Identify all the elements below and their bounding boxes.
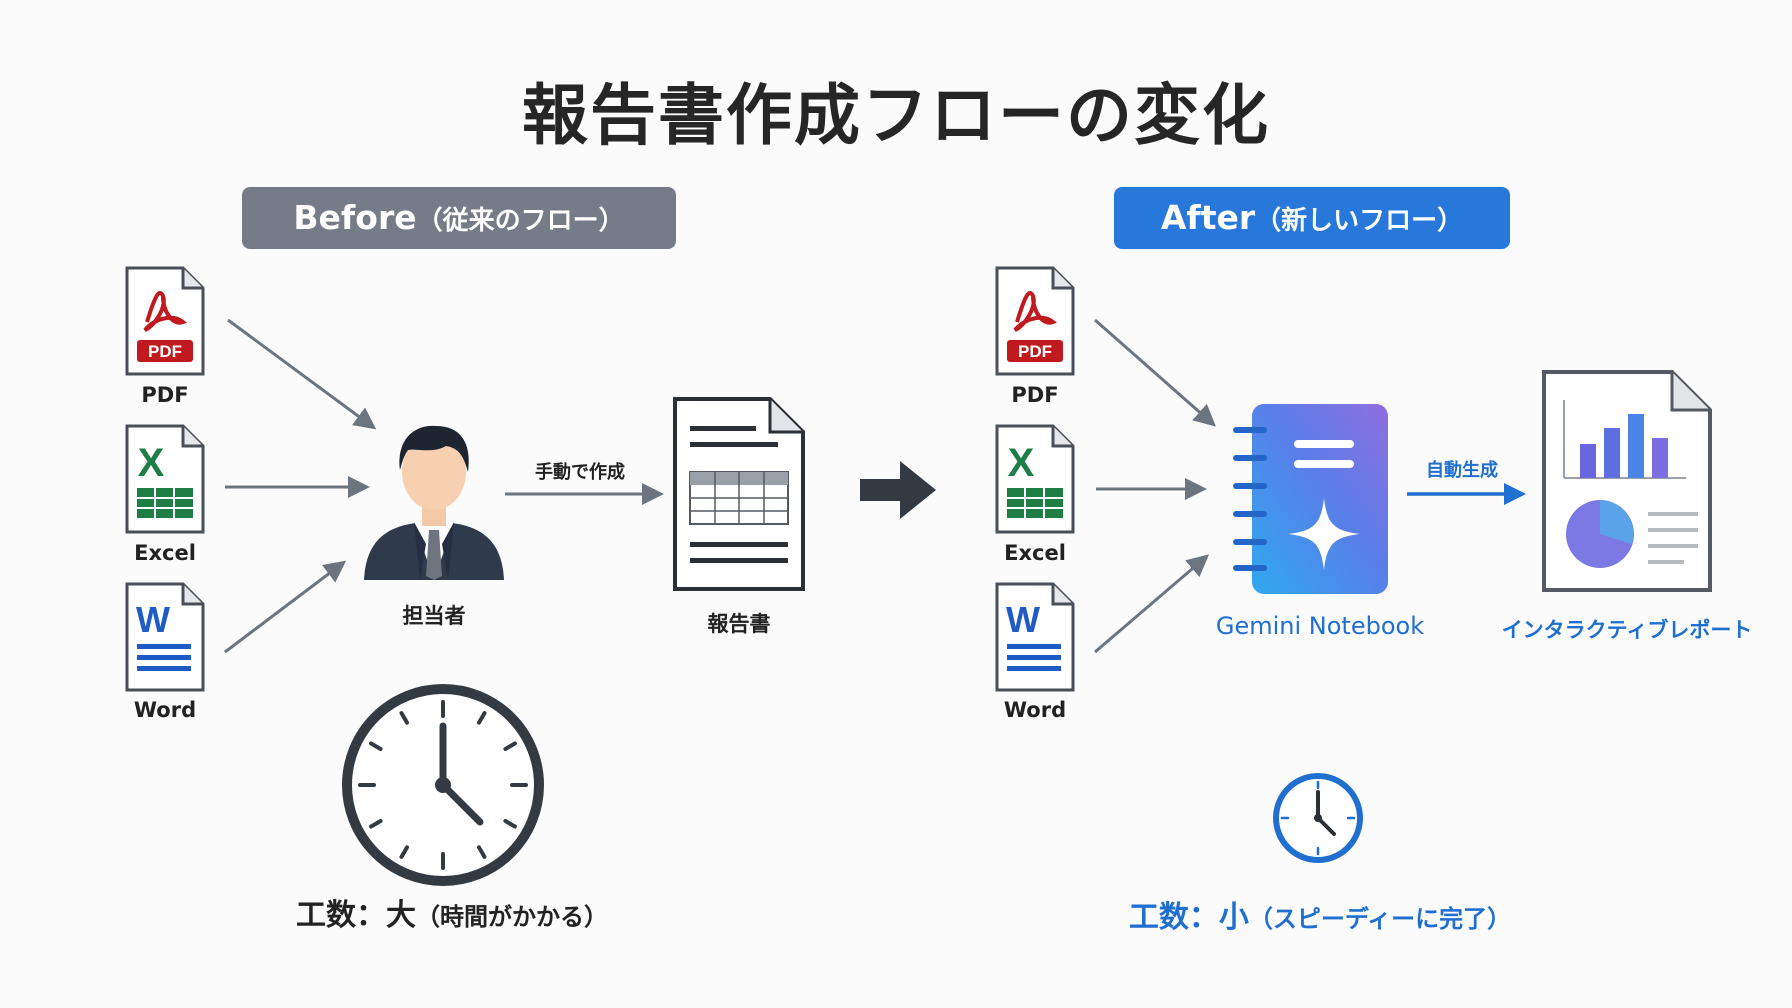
after-file-label-excel: Excel: [1004, 541, 1066, 565]
before-effort: 工数：大（時間がかかる）: [272, 890, 632, 934]
interactive-report-icon: [1542, 370, 1712, 592]
word-badge-text: W: [1006, 599, 1040, 640]
after-effort-main: 工数：小: [1128, 900, 1249, 935]
diagram-title: 報告書作成フローの変化: [522, 77, 1270, 154]
before-effort-main: 工数：大: [296, 898, 416, 933]
after-header: After（新しいフロー）: [1114, 187, 1510, 249]
pdf-file-icon: PDF: [125, 266, 205, 376]
pdf-badge-text: PDF: [1018, 342, 1052, 361]
before-file-label-excel: Excel: [134, 541, 196, 565]
after-effort: 工数：小（スピーディーに完了）: [1110, 892, 1530, 936]
clock-large-icon: [342, 684, 544, 886]
before-header: Before（従来のフロー）: [242, 187, 676, 249]
auto-generate-label: 自動生成: [1426, 460, 1498, 481]
after-header-main: After: [1160, 198, 1256, 237]
interactive-report-label: インタラクティブレポート: [1501, 618, 1753, 642]
word-file-icon: W: [125, 582, 205, 692]
before-header-main: Before: [293, 198, 417, 237]
after-file-label-word: Word: [1003, 698, 1067, 722]
manual-action-label: 手動で作成: [535, 462, 625, 483]
report-document-icon: [673, 397, 805, 591]
transition-arrow-icon: [860, 461, 936, 519]
after-file-label-pdf: PDF: [1011, 383, 1059, 407]
excel-badge-text: X: [138, 441, 165, 485]
word-badge-text: W: [136, 599, 170, 640]
person-label: 担当者: [402, 604, 466, 628]
after-header-sub: （新しいフロー）: [1255, 206, 1464, 236]
pdf-file-icon: PDF: [995, 266, 1075, 376]
before-header-sub: （従来のフロー）: [416, 206, 625, 236]
before-effort-sub: （時間がかかる）: [416, 903, 608, 931]
after-effort-sub: （スピーディーに完了）: [1248, 905, 1512, 933]
gemini-notebook-label: Gemini Notebook: [1215, 612, 1425, 640]
excel-badge-text: X: [1008, 441, 1035, 485]
person-icon: [364, 425, 504, 580]
before-file-label-word: Word: [133, 698, 197, 722]
gemini-notebook-icon: [1233, 404, 1388, 594]
pdf-badge-text: PDF: [148, 342, 182, 361]
report-label: 報告書: [707, 612, 771, 636]
clock-small-icon: [1273, 773, 1363, 863]
word-file-icon: W: [995, 582, 1075, 692]
before-file-label-pdf: PDF: [141, 383, 189, 407]
excel-file-icon: X: [995, 424, 1075, 534]
excel-file-icon: X: [125, 424, 205, 534]
